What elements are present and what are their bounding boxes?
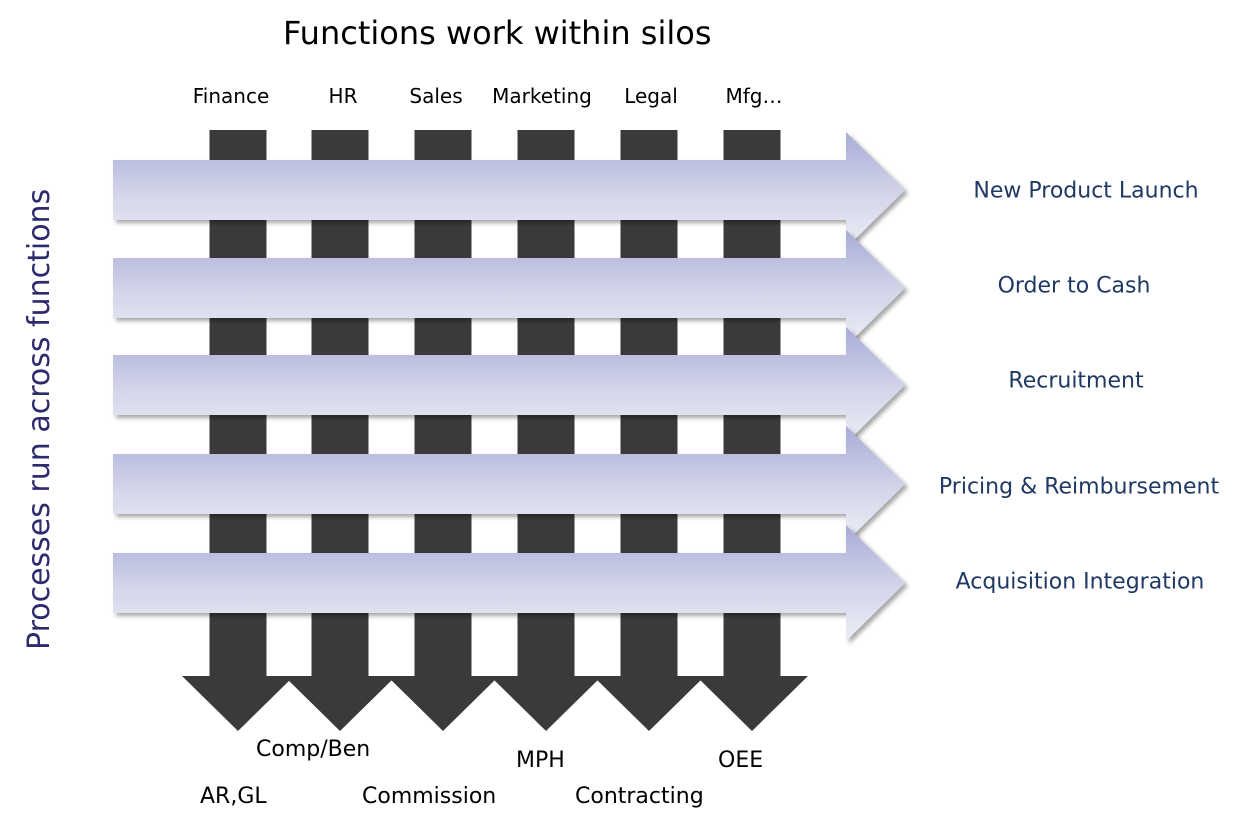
function-label-marketing: Marketing	[492, 84, 592, 108]
process-label-acquisition-integration: Acquisition Integration	[955, 569, 1205, 595]
function-silo-arrows	[182, 130, 808, 731]
diagram-title: Functions work within silos	[283, 14, 712, 52]
function-label-sales: Sales	[409, 84, 463, 108]
silo-arrow-3	[387, 130, 499, 731]
silo-arrow-5	[593, 130, 705, 731]
process-label-new-product-launch: New Product Launch	[973, 178, 1199, 204]
process-label-pricing-reimbursement: Pricing & Reimbursement	[938, 474, 1220, 500]
bottom-label-oee: OEE	[718, 748, 764, 773]
bottom-label-contracting: Contracting	[575, 784, 704, 809]
process-arrow-1	[113, 132, 905, 248]
bottom-label-comp-ben: Comp/Ben	[256, 737, 371, 762]
function-label-mfg: Mfg…	[725, 84, 783, 108]
process-arrow-3	[113, 327, 905, 443]
silo-arrow-6	[696, 130, 808, 731]
bottom-label-mph: MPH	[516, 748, 565, 773]
silo-arrow-4	[490, 130, 602, 731]
bottom-label-commission: Commission	[362, 784, 497, 809]
silo-arrow-2	[284, 130, 396, 731]
process-arrow-4	[113, 426, 905, 542]
process-arrow-2	[113, 230, 905, 346]
process-label-order-to-cash: Order to Cash	[997, 273, 1151, 299]
process-arrow-5	[113, 525, 905, 641]
function-label-finance: Finance	[192, 84, 270, 108]
function-label-legal: Legal	[624, 84, 678, 108]
bottom-label-ar-gl: AR,GL	[200, 784, 267, 809]
silo-arrow-1	[182, 130, 294, 731]
function-label-hr: HR	[328, 84, 358, 108]
process-arrows	[113, 132, 905, 641]
side-label: Processes run across functions	[22, 188, 57, 650]
process-label-recruitment: Recruitment	[1008, 368, 1144, 394]
